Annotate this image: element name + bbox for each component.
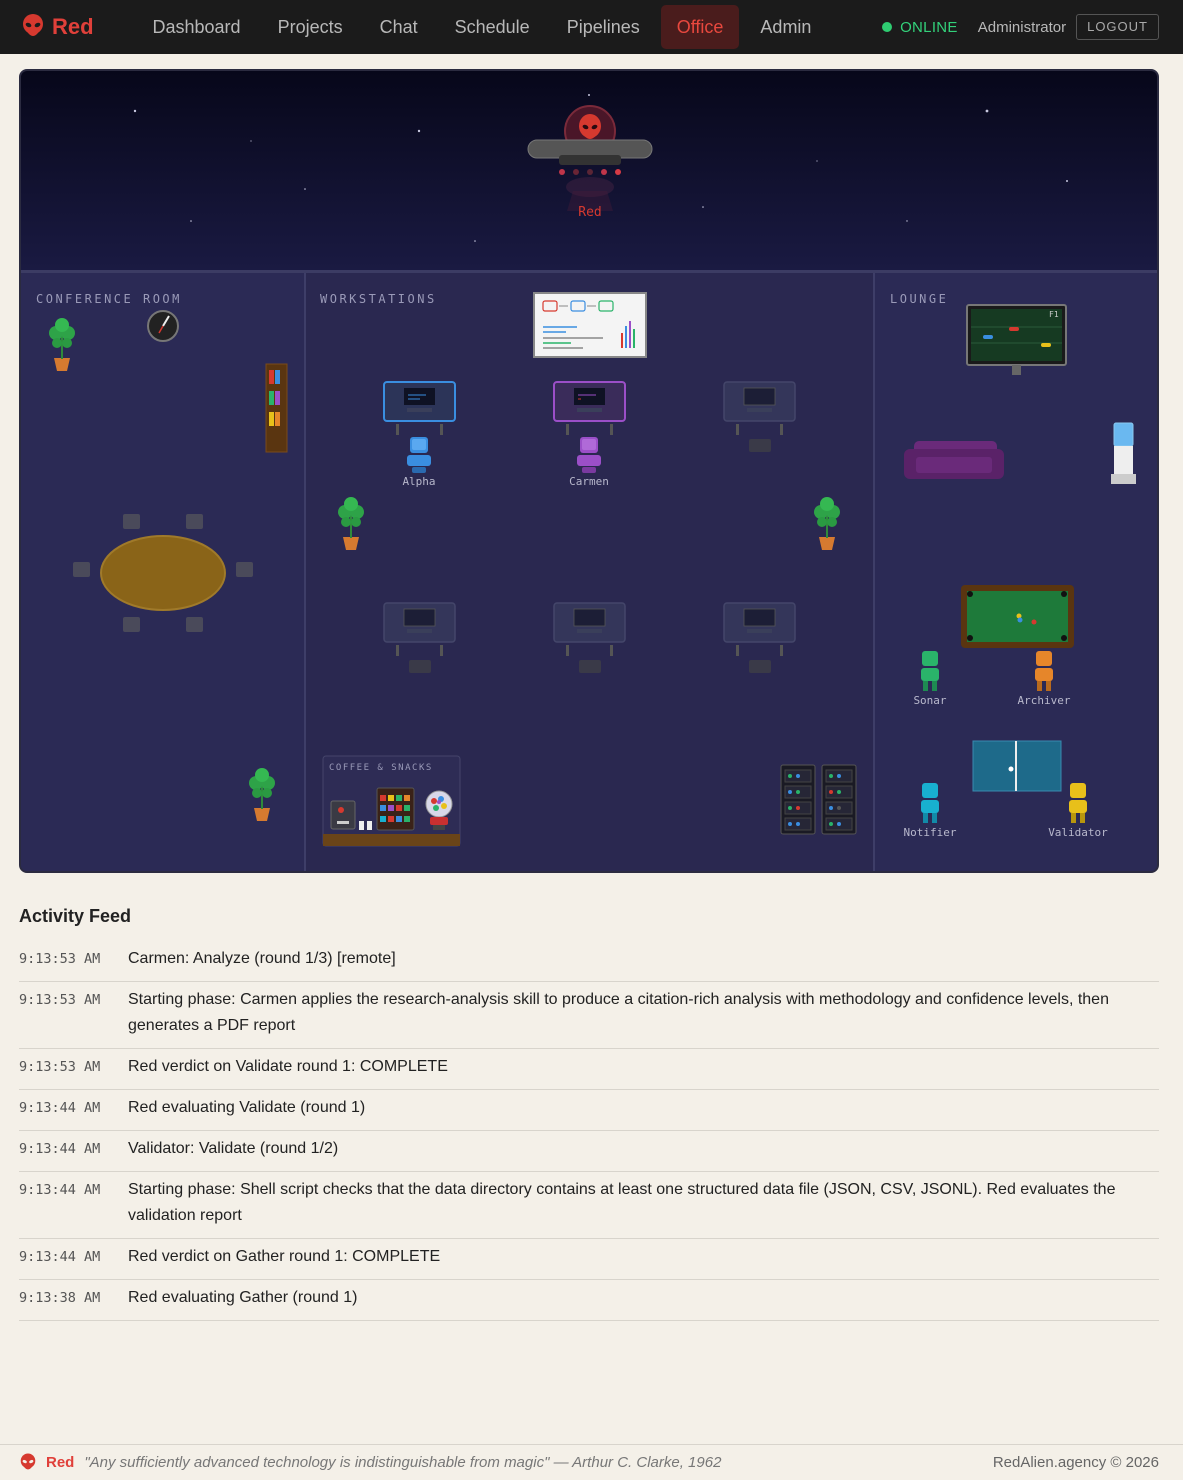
agent-carmen-name: Carmen [569,475,609,488]
ping-pong-table[interactable] [972,740,1062,792]
feed-message: Carmen: Analyze (round 1/3) [remote] [128,950,396,967]
desk-alpha[interactable] [383,381,456,435]
room-label-workstations: WORKSTATIONS [320,292,437,306]
logout-button[interactable]: LOGOUT [1076,14,1159,40]
feed-message: Red verdict on Validate round 1: COMPLET… [128,1058,448,1075]
feed-time: 9:13:53 AM [19,992,101,1008]
water-cooler-icon [1111,422,1136,484]
sofa[interactable] [904,441,1004,479]
tv-screen[interactable] [966,304,1067,375]
wall-clock-icon [147,310,179,342]
alien-head-icon [20,1453,36,1470]
office-scene [21,71,1157,871]
current-user: Administrator [977,18,1067,36]
ufo-boss-pod[interactable] [527,105,653,211]
agent-archiver-avatar[interactable] [1035,651,1053,691]
brand-name: Red [52,14,94,39]
agent-notifier-name: Notifier [903,826,957,839]
feed-time: 9:13:44 AM [19,1141,101,1157]
footer-copyright[interactable]: RedAlien.agency © 2026 [992,1454,1159,1471]
desk-empty[interactable] [723,602,796,673]
office-floor: Red CONFERENCE ROOM WORKSTATIONS LOUNGE … [19,69,1159,873]
nav-right: ONLINE Administrator LOGOUT [882,14,1159,40]
server-rack-icon [821,764,857,835]
feed-message: Red verdict on Gather round 1: COMPLETE [128,1248,441,1265]
pool-table[interactable] [961,585,1074,648]
nav-link-dashboard[interactable]: Dashboard [152,17,241,37]
whiteboard[interactable] [533,292,647,358]
footer-brand-name: Red [46,1454,75,1471]
nav-link-schedule[interactable]: Schedule [454,17,530,37]
plant-icon [814,497,840,550]
footer-quote: "Any sufficiently advanced technology is… [84,1454,722,1471]
feed-message: Validator: Validate (round 1/2) [128,1140,339,1157]
boss-name-label: Red [578,205,602,220]
nav-link-pipelines[interactable]: Pipelines [566,17,640,37]
bookshelf-icon [265,363,288,453]
brand-logo[interactable]: Red [22,14,134,40]
top-navbar: Red Dashboard Projects Chat Schedule Pip… [0,0,1183,54]
nav-link-office[interactable]: Office [660,5,740,49]
desk-empty[interactable] [553,602,626,673]
footer-brand[interactable]: Red [20,1453,74,1473]
agent-sonar-name: Sonar [913,694,947,707]
nav-link-admin[interactable]: Admin [760,17,812,37]
nav-links: Dashboard Projects Chat Schedule Pipelin… [134,5,830,49]
list-item: 9:13:53 AM Starting phase: Carmen applies… [19,982,1159,1049]
feed-message: Red evaluating Gather (round 1) [128,1289,358,1306]
desk-empty[interactable] [723,381,796,452]
footer: Red "Any sufficiently advanced technolog… [0,1444,1183,1480]
feed-message: Starting phase: Carmen applies the resea… [128,991,1109,1034]
list-item: 9:13:38 AM Red evaluating Gather (round 1… [19,1280,1159,1321]
agent-sonar-avatar[interactable] [921,651,939,691]
activity-feed-title: Activity Feed [19,906,132,926]
nav-link-projects[interactable]: Projects [277,17,343,37]
coffee-snacks-station[interactable] [322,755,461,847]
feed-time: 9:13:44 AM [19,1182,101,1198]
conference-table[interactable] [73,514,253,632]
list-item: 9:13:44 AM Red evaluating Validate (round… [19,1090,1159,1131]
activity-feed-list: 9:13:53 AM Carmen: Analyze (round 1/3) [r… [19,941,1159,1321]
online-status-text: ONLINE [900,18,958,36]
list-item: 9:13:44 AM Red verdict on Gather round 1:… [19,1239,1159,1280]
feed-message: Starting phase: Shell script checks that… [128,1181,1116,1224]
stars [133,94,1068,242]
agent-archiver-name: Archiver [1017,694,1071,707]
coffee-snacks-label: COFFEE & SNACKS [329,763,433,773]
online-status-dot [882,22,893,32]
feed-time: 9:13:38 AM [19,1290,101,1306]
desk-carmen[interactable] [553,381,626,435]
alien-head-icon [23,14,43,36]
list-item: 9:13:44 AM Starting phase: Shell script c… [19,1172,1159,1239]
plant-icon [49,318,75,371]
agent-alpha-avatar[interactable] [407,437,431,473]
desk-empty[interactable] [383,602,456,673]
feed-time: 9:13:53 AM [19,1059,101,1075]
list-item: 9:13:53 AM Red verdict on Validate round … [19,1049,1159,1090]
feed-time: 9:13:44 AM [19,1249,101,1265]
feed-time: 9:13:53 AM [19,951,101,967]
agent-validator-name: Validator [1048,826,1108,839]
agent-alpha-name: Alpha [402,475,436,488]
agent-carmen-avatar[interactable] [577,437,601,473]
feed-message: Red evaluating Validate (round 1) [128,1099,366,1116]
agent-validator-avatar[interactable] [1069,783,1087,823]
plant-icon [249,768,275,821]
server-rack-icon [780,764,816,835]
agent-notifier-avatar[interactable] [921,783,939,823]
list-item: 9:13:44 AM Validator: Validate (round 1/2… [19,1131,1159,1172]
tv-channel-label: F1 [1049,310,1059,319]
plant-icon [338,497,364,550]
feed-time: 9:13:44 AM [19,1100,101,1116]
room-label-conference: CONFERENCE ROOM [36,292,182,306]
nav-link-chat[interactable]: Chat [379,17,418,37]
room-label-lounge: LOUNGE [890,292,949,306]
list-item: 9:13:53 AM Carmen: Analyze (round 1/3) [r… [19,941,1159,982]
